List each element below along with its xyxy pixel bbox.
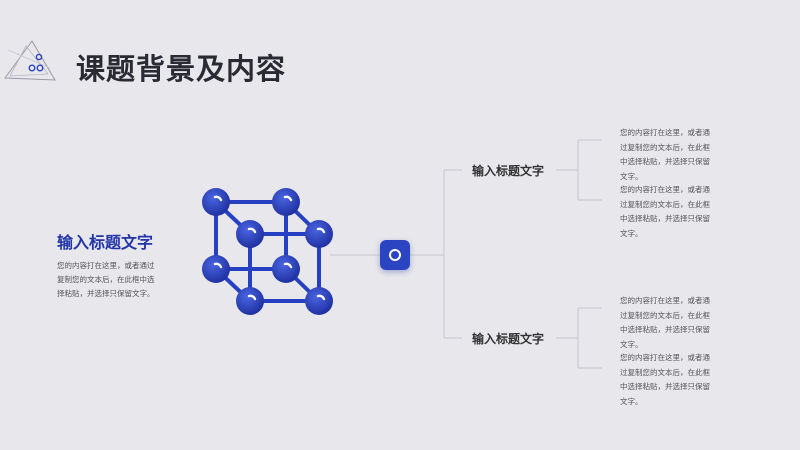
branch-paragraph: 您的内容打在这里，或者通过复制您的文本后，在此框中选择粘贴，并选择只保留文字。 — [620, 128, 710, 181]
branch-paragraph: 您的内容打在这里，或者通过复制您的文本后，在此框中选择粘贴，并选择只保留文字。 — [620, 185, 710, 238]
branch-heading-bottom: 输入标题文字 — [472, 332, 545, 346]
left-heading: 输入标题文字 — [57, 233, 154, 252]
molecule-cube-icon — [202, 188, 333, 315]
branch-heading-top: 输入标题文字 — [472, 164, 545, 178]
branch-paragraph: 您的内容打在这里，或者通过复制您的文本后，在此框中选择粘贴，并选择只保留文字。 — [620, 296, 710, 349]
triangle-circles-logo — [4, 40, 56, 81]
left-body: 您的内容打在这里，或者通过复制您的文本后，在此框中选择粘贴，并选择只保留文字。 — [57, 261, 155, 298]
branch-paragraph: 您的内容打在这里，或者通过复制您的文本后，在此框中选择粘贴，并选择只保留文字。 — [620, 353, 710, 406]
target-node-icon — [389, 249, 401, 261]
center-node-icon — [380, 240, 410, 270]
page-title: 课题背景及内容 — [76, 52, 287, 86]
